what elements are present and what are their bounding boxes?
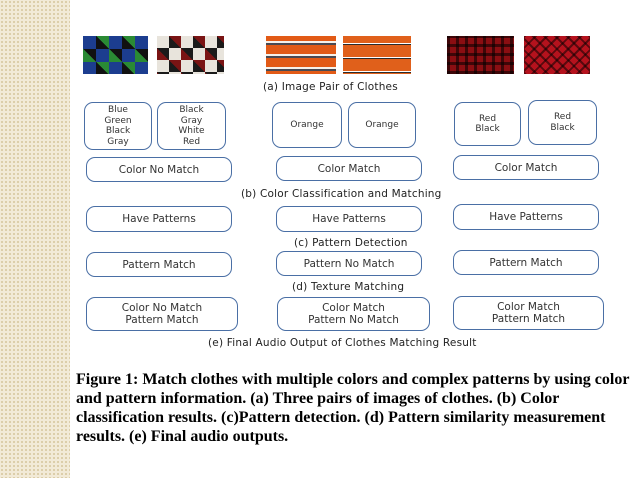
color-class-box-5: Red Black [454,102,521,146]
color-result-box-2: Color Match [276,156,422,181]
caption-d: (d) Texture Matching [292,281,405,293]
color-class-box-1: Blue Green Black Gray [84,102,152,150]
texture-result-box-3: Pattern Match [453,250,599,275]
color-result-box-1: Color No Match [86,157,232,182]
color-label: Gray [180,115,203,126]
color-label: Orange [365,119,399,130]
texture-result-box-1: Pattern Match [86,252,232,277]
decorative-side-strip [0,0,70,478]
result-label: Color Match [322,302,385,314]
result-label: Pattern Match [491,313,566,325]
orange-stripe-swatch-2 [343,36,411,74]
result-label: Color Match [317,162,381,175]
result-label: Have Patterns [312,213,386,225]
result-label: Have Patterns [122,213,196,225]
color-label: Black [550,122,575,133]
result-label: Pattern Match [125,314,199,326]
color-label: Green [104,115,132,126]
color-label: Black [105,126,131,136]
black-gray-argyle-swatch [157,36,224,74]
result-label: Pattern Match [122,258,196,271]
color-label: Gray [107,136,129,147]
red-plaid-swatch-1 [447,36,514,74]
red-plaid-swatch-2 [524,36,590,74]
color-label: Red [553,112,572,122]
pattern-detect-box-3: Have Patterns [453,204,599,230]
result-label: Color Match [494,161,558,174]
color-label: White [178,126,205,136]
color-label: Red [182,136,201,147]
color-label: Orange [290,119,324,130]
caption-a: (a) Image Pair of Clothes [263,81,398,93]
result-label: Pattern Match [489,256,563,269]
final-output-box-2: Color Match Pattern No Match [277,297,430,331]
color-label: Red [478,113,497,124]
color-class-box-2: Black Gray White Red [157,102,226,150]
result-label: Have Patterns [489,211,563,223]
caption-c: (c) Pattern Detection [294,237,408,249]
orange-stripe-swatch-1 [266,36,336,74]
final-output-box-3: Color Match Pattern Match [453,296,604,330]
result-label: Color Match [497,301,560,313]
color-result-box-3: Color Match [453,155,599,180]
color-class-box-6: Red Black [528,100,597,145]
color-label: Black [475,124,500,134]
caption-b: (b) Color Classification and Matching [241,188,442,200]
color-label: Blue [108,105,128,115]
blue-green-argyle-swatch [83,36,148,74]
texture-result-box-2: Pattern No Match [276,251,422,276]
result-label: Pattern No Match [308,314,399,326]
final-output-box-1: Color No Match Pattern Match [86,297,238,331]
color-class-box-3: Orange [272,102,342,148]
figure-caption: Figure 1: Match clothes with multiple co… [76,371,630,445]
result-label: Color No Match [121,302,203,314]
result-label: Color No Match [118,163,200,176]
color-class-box-4: Orange [348,102,416,148]
pattern-detect-box-1: Have Patterns [86,206,232,232]
caption-e: (e) Final Audio Output of Clothes Matchi… [208,337,477,349]
result-label: Pattern No Match [303,257,395,270]
color-label: Black [179,105,204,115]
pattern-detect-box-2: Have Patterns [276,206,422,232]
